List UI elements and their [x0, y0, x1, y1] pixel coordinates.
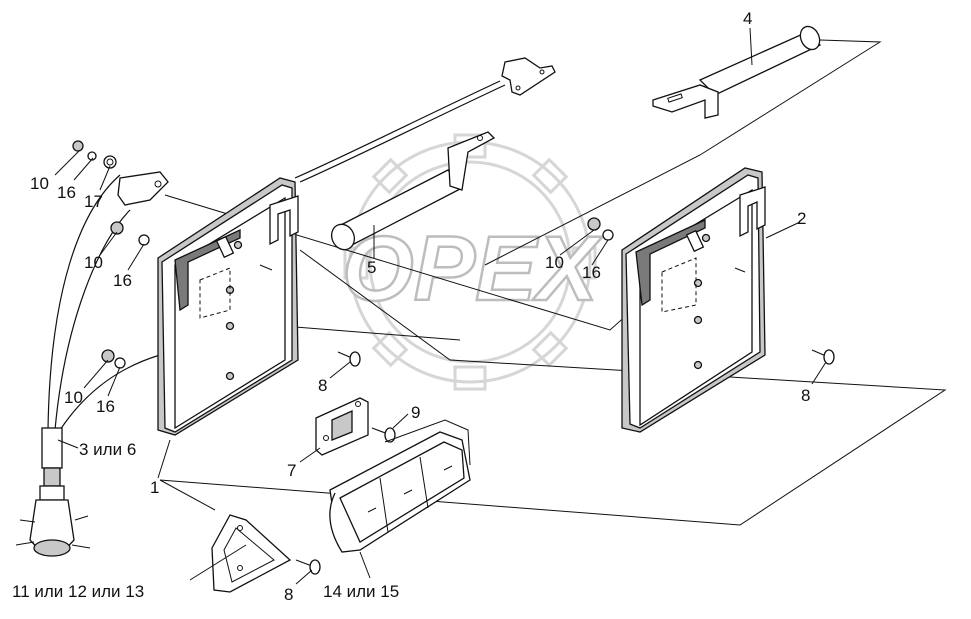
leader-lines — [54, 27, 827, 585]
part-2-plate — [621, 167, 766, 433]
label-10-a: 10 — [30, 174, 49, 193]
part-14-lamp — [329, 419, 471, 553]
screw-9 — [371, 427, 396, 443]
label-10-c: 10 — [64, 388, 83, 407]
screw-8-bottom — [295, 559, 321, 575]
part-5-tube-bracket — [330, 131, 496, 251]
cable-upper — [294, 57, 556, 183]
label-11-or-12-or-13: 11 или 12 или 13 — [12, 582, 144, 601]
nuts-washers-upper — [72, 140, 150, 369]
label-10-b: 10 — [84, 253, 103, 272]
part-1-plate — [157, 177, 299, 436]
label-1: 1 — [150, 478, 159, 497]
label-8-c: 8 — [284, 585, 293, 604]
part-4-tube-bracket — [652, 25, 822, 119]
label-8-a: 8 — [318, 376, 327, 395]
label-16-d: 16 — [582, 263, 601, 282]
label-8-b: 8 — [801, 386, 810, 405]
watermark-text: OPEX — [342, 218, 602, 320]
label-17: 17 — [84, 192, 103, 211]
label-7: 7 — [287, 461, 296, 480]
label-9: 9 — [411, 403, 420, 422]
label-16-c: 16 — [96, 397, 115, 416]
nuts-washers-right — [587, 217, 614, 241]
part-7-gasket — [315, 397, 369, 456]
label-16-b: 16 — [113, 271, 132, 290]
label-2: 2 — [797, 209, 806, 228]
part-labels: 4 10 16 17 10 16 10 16 3 или 6 1 5 8 9 7… — [12, 9, 810, 604]
label-4: 4 — [743, 9, 752, 28]
label-16-a: 16 — [57, 183, 76, 202]
label-5: 5 — [367, 258, 376, 277]
label-14-or-15: 14 или 15 — [323, 582, 399, 601]
screw-8-left — [337, 351, 361, 367]
label-3-or-6: 3 или 6 — [79, 440, 136, 459]
label-10-d: 10 — [545, 253, 564, 272]
screw-8-right — [811, 349, 835, 365]
part-11-reflector — [211, 514, 292, 593]
watermark-gear-logo: OPEX — [341, 133, 604, 391]
part-17-bracket — [117, 171, 169, 206]
cable-harness — [15, 174, 161, 557]
